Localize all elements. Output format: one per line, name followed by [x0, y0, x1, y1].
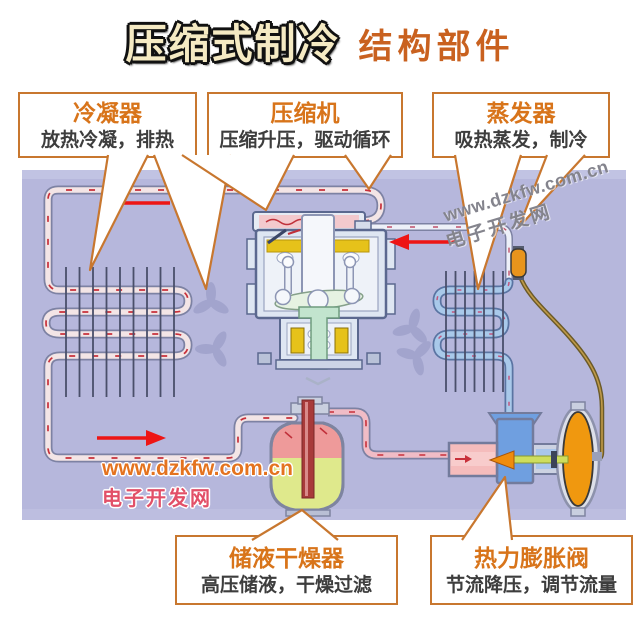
callout-expansion-valve-desc: 节流降压，调节流量: [445, 574, 617, 596]
pointer-evaporator-right: [517, 154, 586, 229]
flow-arrow-suction-icon: [389, 234, 456, 250]
flow-arrow-bottom-icon: [97, 430, 166, 446]
callout-condenser-title: 冷凝器: [73, 99, 142, 126]
callout-pointers: [88, 154, 586, 541]
piston-cylinder: [301, 214, 335, 302]
callout-expansion-valve: 热力膨胀阀 节流降压，调节流量: [430, 535, 633, 605]
condenser-fins: [65, 267, 175, 397]
page-title: 压缩式制冷 结构部件: [0, 10, 640, 70]
compressor-unit: [246, 211, 396, 386]
pointer-evaporator-left: [453, 154, 523, 291]
pointer-receiver-drier: [251, 508, 339, 541]
callout-compressor-desc: 压缩升压，驱动循环: [219, 129, 391, 151]
pointer-compressor-left: [181, 154, 295, 212]
sensing-bulb: [510, 246, 527, 280]
evaporator-fins: [445, 271, 504, 392]
pointer-expansion-valve: [461, 475, 514, 541]
callout-expansion-valve-title: 热力膨胀阀: [474, 544, 589, 571]
callout-evaporator: 蒸发器 吸热蒸发，制冷: [432, 92, 610, 158]
condenser-discharge-line: [41, 185, 386, 463]
callout-compressor-title: 压缩机: [270, 99, 340, 126]
valve-body: [495, 417, 535, 485]
callout-condenser: 冷凝器 放热冷凝，排热: [18, 92, 197, 158]
receiver-drier-tank: [269, 396, 345, 517]
callout-evaporator-desc: 吸热蒸发，制冷: [454, 129, 588, 151]
pointer-condenser-left: [88, 154, 149, 272]
valve-push-rod: [511, 455, 569, 464]
valve-needle: [488, 450, 515, 470]
diagram-top-band: [22, 170, 626, 179]
pointer-compressor-right: [344, 154, 392, 191]
callout-condenser-desc: 放热冷凝，排热: [40, 129, 174, 151]
page-title-main: 压缩式制冷: [125, 21, 341, 67]
page-title-sub: 结构部件: [358, 28, 515, 66]
callout-receiver-drier: 储液干燥器 高压储液，干燥过滤: [175, 535, 398, 605]
watermark-sitename-bottom: 电子开发网: [102, 488, 212, 510]
liquid-line: [328, 407, 452, 460]
callout-receiver-drier-title: 储液干燥器: [229, 544, 344, 571]
pointer-condenser-right: [152, 154, 233, 291]
callout-evaporator-title: 蒸发器: [486, 99, 556, 126]
expansion-valve-assembly: [447, 401, 602, 517]
watermark-url-bottom: www.dzkfw.com.cn: [102, 457, 293, 480]
callout-compressor: 压缩机 压缩升压，驱动循环: [207, 92, 403, 158]
callout-receiver-drier-desc: 高压储液，干燥过滤: [200, 574, 372, 596]
